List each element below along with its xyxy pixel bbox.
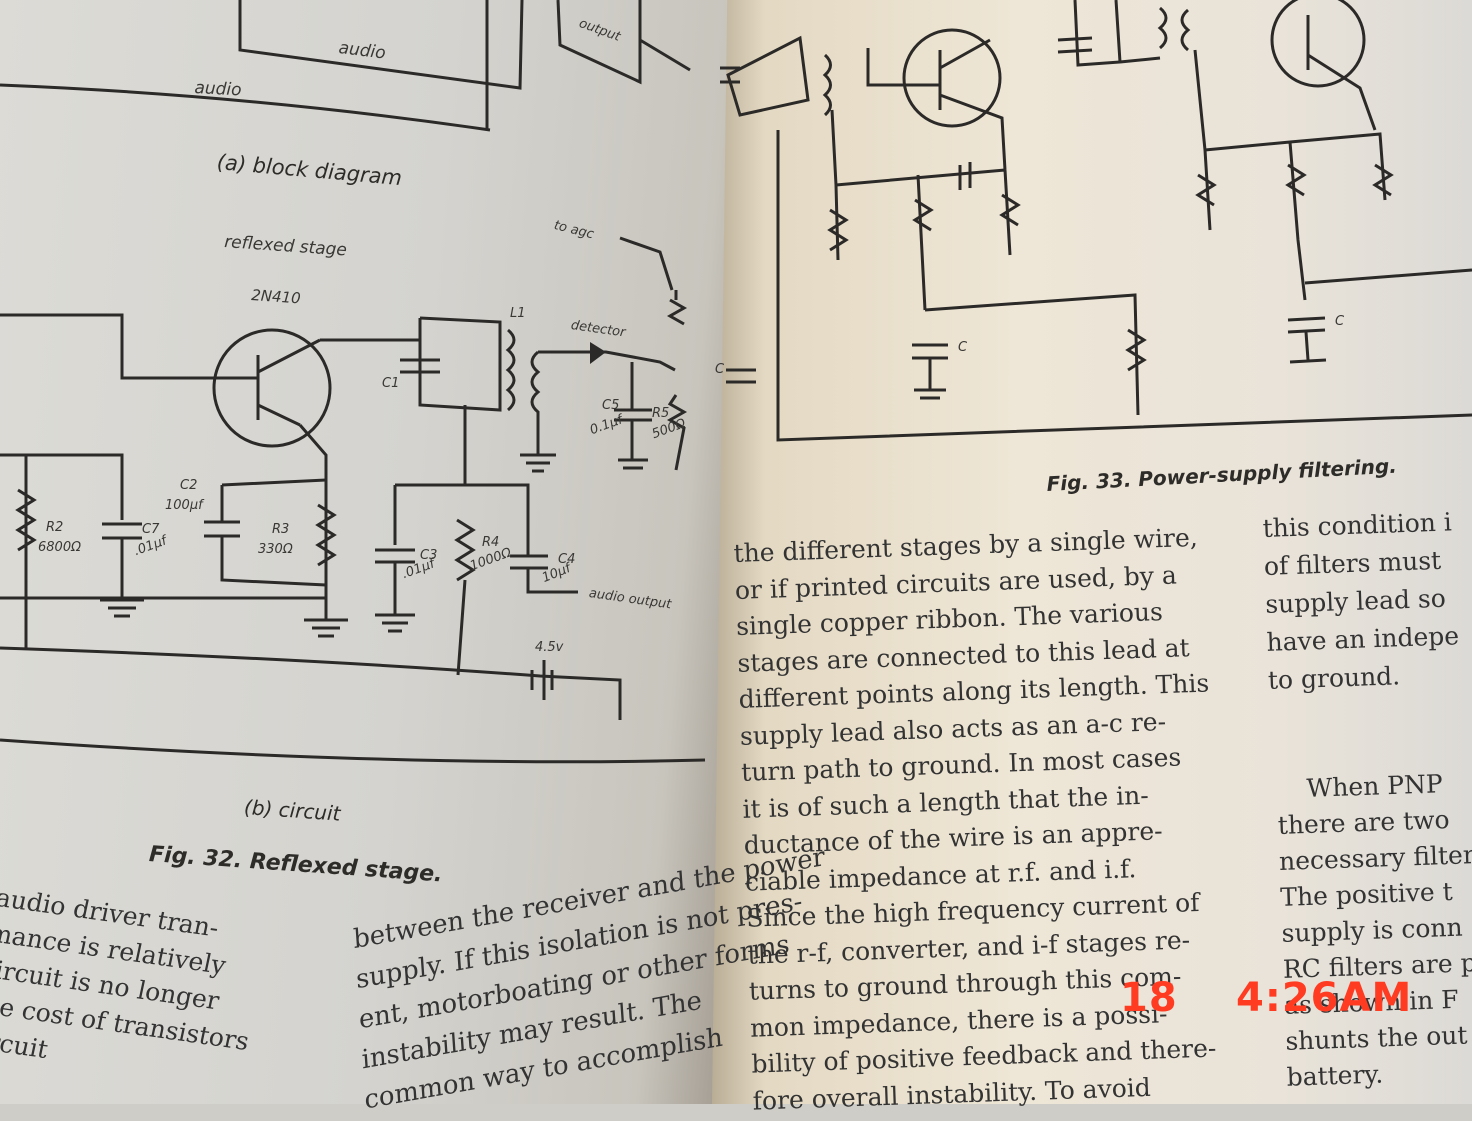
r2-value: 6800Ω	[38, 540, 82, 555]
r3-label: R3	[272, 522, 290, 537]
fig33-caps-b	[1287, 316, 1327, 364]
c1-tank	[400, 316, 502, 412]
c4-capacitor	[510, 554, 578, 594]
fig33-bias-a	[830, 109, 1012, 311]
bottom-rail	[0, 646, 622, 720]
right-side-line: shunts the out	[1284, 1020, 1468, 1056]
ground-symbol	[304, 598, 348, 638]
block-frame-bottom	[0, 83, 491, 132]
right-body-side-top: this condition i of filters must supply …	[1262, 503, 1461, 700]
fig33-coil-a	[822, 53, 832, 117]
r5-label: R5	[652, 406, 670, 421]
fig33-coil-b	[1157, 6, 1191, 52]
right-body-main: the different stages by a single wire, o…	[733, 520, 1224, 1120]
r4-resistor	[454, 518, 476, 676]
fig33-cap-label-2: C	[715, 362, 725, 377]
fig33-tank-b	[1057, 0, 1161, 67]
right-body-side-bottom: When PNP there are two necessary filter …	[1276, 765, 1472, 1096]
fig32-schematic	[0, 0, 706, 764]
c2-value: 100μf	[165, 498, 203, 513]
r3-resistor	[315, 503, 337, 567]
c2-capacitor	[204, 478, 327, 587]
battery-label: 4.5v	[535, 640, 564, 655]
c4-label: C4	[558, 552, 576, 567]
fig33-transistor-b	[1270, 0, 1366, 88]
c3-capacitor	[375, 405, 530, 633]
fig33-tank-a	[720, 35, 810, 117]
fig33-resistors-a	[827, 193, 1021, 252]
fig33-caps-a	[726, 343, 948, 400]
block-frame-line	[238, 0, 524, 90]
battery-symbol	[530, 660, 554, 700]
fig33-transistor-a	[902, 28, 1002, 128]
transistor-label: 2N410	[250, 286, 302, 308]
transistor-leads	[0, 313, 321, 427]
figure-frame-bottom	[0, 738, 706, 764]
c5-capacitor	[614, 362, 652, 470]
r2-label: R2	[46, 520, 64, 535]
fig33-transistor-a-leads	[866, 38, 1007, 171]
transistor-circle	[212, 328, 332, 448]
c3-label: C3	[420, 548, 438, 563]
fig33-cap-label-3: C	[1335, 314, 1345, 329]
block-output-line	[639, 38, 691, 72]
right-side-line: have an indepe	[1266, 621, 1460, 657]
c5-label: C5	[602, 398, 620, 413]
timestamp-day: 18	[1120, 975, 1178, 1021]
right-side-line: to ground.	[1267, 661, 1401, 695]
r4-label: R4	[482, 535, 500, 550]
fig33-cap-label-1: C	[958, 340, 968, 355]
fig33-supply-rail-b	[1304, 268, 1472, 285]
right-side-line: battery.	[1286, 1059, 1384, 1092]
timestamp-time: 4:26AM	[1236, 975, 1413, 1021]
block-audio-bottom-label: audio	[193, 78, 243, 101]
c2-label: C2	[180, 478, 198, 493]
secondary-coil	[520, 350, 556, 473]
fig33-cap-top-a	[958, 162, 972, 190]
c1-label: C1	[382, 376, 400, 391]
fig33-bias-b	[1193, 15, 1387, 301]
fig33-supply-rail	[776, 130, 1472, 442]
fig33-resistors-b	[1195, 163, 1394, 207]
left-network	[0, 453, 124, 650]
c7-capacitor	[100, 522, 144, 618]
left-body-col1: audio driver tran- mance is relatively c…	[0, 880, 275, 1095]
emitter-lead	[0, 424, 328, 600]
l1-coil	[505, 328, 516, 412]
c7-label: C7	[142, 522, 160, 537]
r5-resistor	[666, 290, 688, 471]
r3-value: 330Ω	[258, 542, 293, 557]
detector-diode	[590, 342, 606, 364]
agc-line	[619, 236, 674, 291]
r2-resistor	[15, 488, 37, 552]
l1-label: L1	[510, 306, 526, 321]
